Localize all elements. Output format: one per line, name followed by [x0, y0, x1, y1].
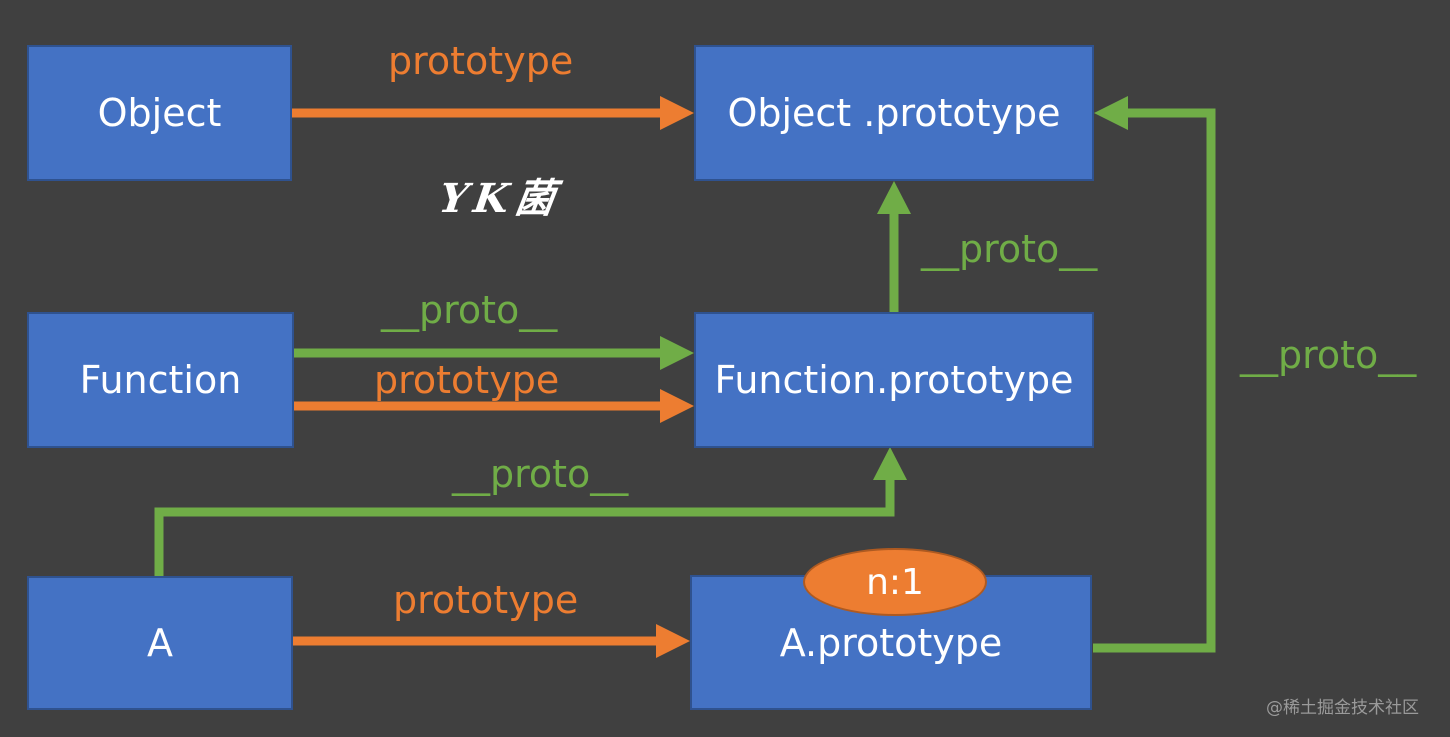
- edge-a-prototype-to-object-prototype: [1093, 96, 1216, 653]
- cardinality-badge: n:1: [803, 548, 987, 616]
- label-function-prototype-up-edge: __proto__: [921, 227, 1098, 271]
- edge-a-to-a-prototype: [292, 624, 690, 658]
- label-a-prototype-proto-edge: __proto__: [1240, 333, 1417, 377]
- node-object: Object: [27, 45, 292, 181]
- label-function-prototype-edge: prototype: [374, 358, 560, 402]
- edge-function-prototype: [294, 389, 694, 423]
- node-function-prototype: Function.prototype: [694, 312, 1094, 448]
- edge-function-proto: [294, 336, 694, 370]
- label-a-proto-edge: __proto__: [452, 452, 629, 496]
- label-a-prototype-edge: prototype: [393, 578, 579, 622]
- label-object-prototype-edge: prototype: [388, 39, 574, 83]
- node-a: A: [27, 576, 293, 710]
- label-function-proto-edge: __proto__: [381, 288, 558, 332]
- edge-function-prototype-to-object-prototype: [877, 181, 911, 312]
- edge-object-to-object-prototype: [292, 96, 694, 130]
- author-signature: YK菌: [436, 175, 565, 222]
- edge-a-to-function-prototype: [154, 447, 907, 576]
- node-function: Function: [27, 312, 294, 448]
- watermark: @稀土掘金技术社区: [1266, 698, 1419, 718]
- node-object-prototype: Object .prototype: [694, 45, 1094, 181]
- node-a-prototype: A.prototype: [690, 575, 1092, 710]
